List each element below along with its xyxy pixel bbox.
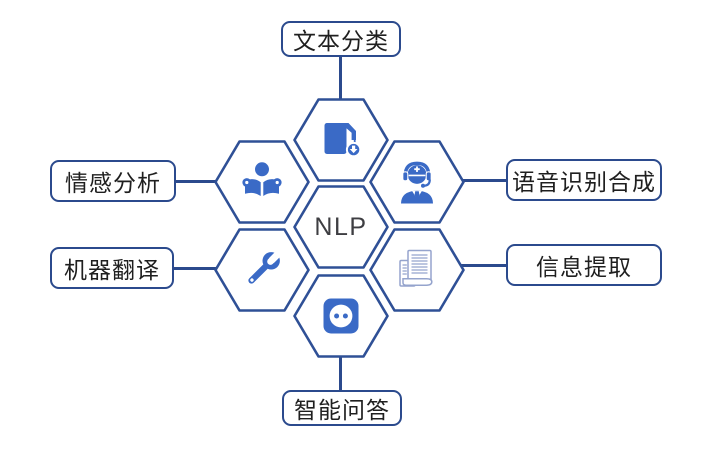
- label-text: 智能问答: [294, 397, 390, 423]
- connector-top: [339, 57, 342, 103]
- connector-bottom-left: [174, 267, 234, 270]
- wrench-icon: [248, 250, 282, 284]
- hexagon-speech-recognition: [367, 138, 467, 226]
- label-text: 机器翻译: [64, 257, 160, 283]
- hexagon-text-classification: [291, 96, 391, 184]
- label-information-extraction: 信息提取: [506, 244, 662, 286]
- hexagon-sentiment-analysis: [212, 138, 312, 226]
- connector-bottom: [339, 353, 342, 390]
- label-text: 语音识别合成: [512, 169, 656, 195]
- person-reading-icon: [242, 162, 282, 196]
- hexagon-machine-translation: [212, 226, 312, 314]
- connector-top-left: [176, 180, 232, 183]
- hexagon-information-extraction: [367, 226, 467, 314]
- label-speech-recognition: 语音识别合成: [506, 159, 662, 201]
- label-text: 信息提取: [536, 254, 632, 280]
- label-text-classification: 文本分类: [281, 21, 401, 57]
- connector-top-right: [448, 179, 506, 182]
- documents-icon: [399, 249, 433, 287]
- headset-agent-icon: [401, 161, 433, 204]
- label-intelligent-qa: 智能问答: [282, 390, 402, 426]
- hexagon-nlp-center: NLP: [291, 183, 391, 271]
- hexagon-intelligent-qa: [291, 272, 391, 360]
- document-download-icon: [324, 123, 362, 158]
- label-sentiment-analysis: 情感分析: [50, 160, 176, 202]
- label-text: 情感分析: [65, 170, 161, 196]
- connector-bottom-right: [446, 264, 506, 267]
- robot-face-icon: [323, 298, 359, 334]
- nlp-center-text: NLP: [314, 212, 368, 241]
- label-machine-translation: 机器翻译: [50, 247, 174, 289]
- label-text: 文本分类: [293, 28, 389, 54]
